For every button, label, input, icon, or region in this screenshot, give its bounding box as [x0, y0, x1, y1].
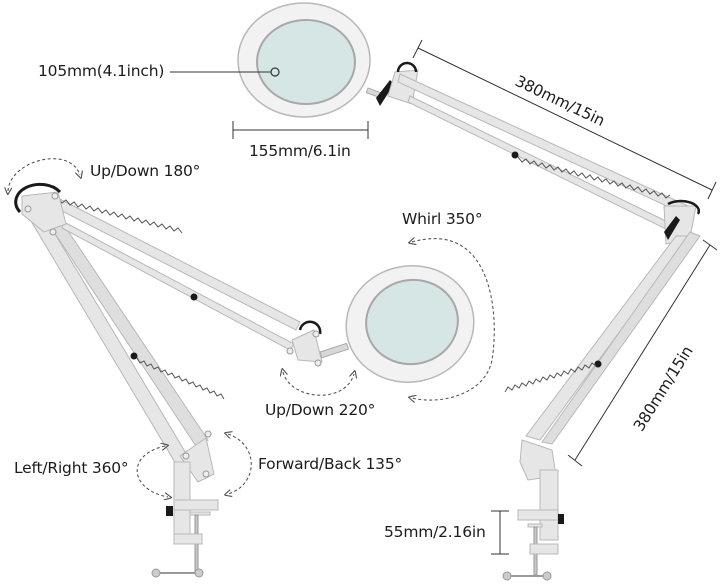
- lamp-dimension-view: [237, 2, 701, 581]
- magnifier-head-icon: [345, 265, 475, 383]
- up-down-180-label: Up/Down 180°: [90, 162, 201, 180]
- lamp-rotation-view: [14, 182, 475, 578]
- whirl-350-label: Whirl 350°: [402, 210, 483, 228]
- head-diameter-label: 155mm/6.1in: [249, 142, 351, 160]
- whirl-350-arrow-icon: [412, 239, 495, 400]
- up-down-220-arrow-icon: [283, 372, 354, 396]
- up-down-180-arrow-icon: [8, 158, 80, 191]
- up-down-220-label: Up/Down 220°: [265, 401, 376, 419]
- clamp-opening-label: 55mm/2.16in: [384, 523, 486, 541]
- rotation-arrows: [8, 158, 495, 497]
- forward-back-135-label: Forward/Back 135°: [258, 455, 403, 473]
- magnifier-head-icon: [237, 2, 371, 118]
- forward-back-135-arrow-icon: [228, 434, 252, 494]
- left-right-360-label: Left/Right 360°: [14, 459, 129, 477]
- lens-diameter-label: 105mm(4.1inch): [38, 62, 165, 80]
- left-right-360-arrow-icon: [136, 446, 168, 497]
- dimension-lines: [170, 39, 718, 555]
